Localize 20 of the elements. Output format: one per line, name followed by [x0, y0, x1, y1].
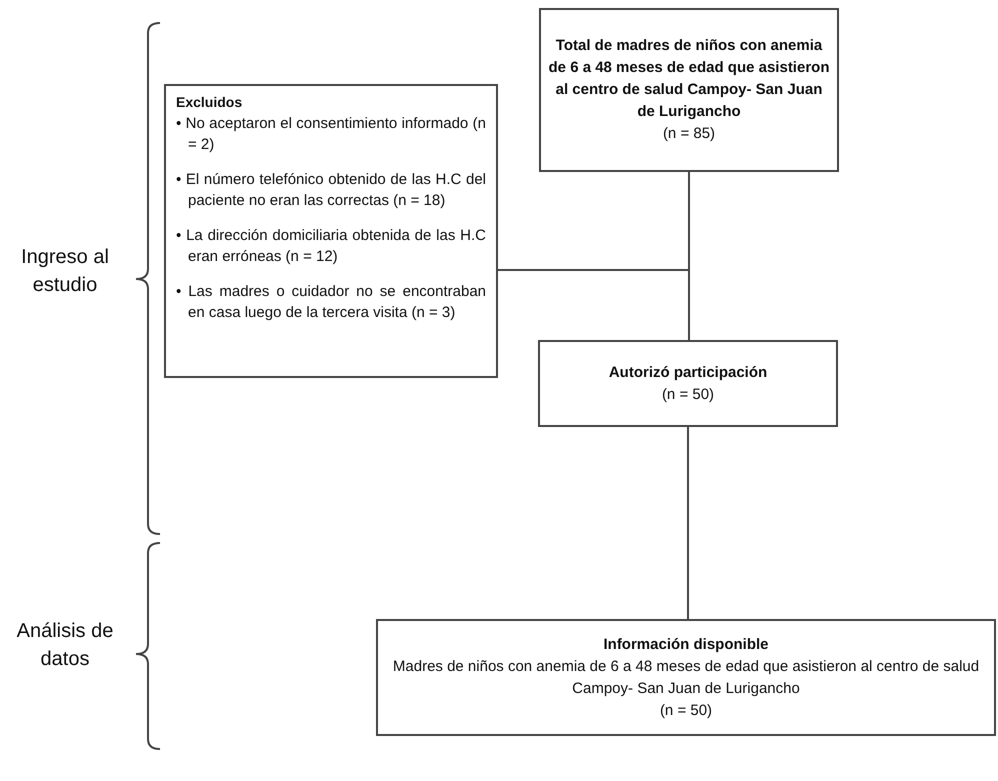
exclusion-item: • El número telefónico obtenido de las H.C del paciente no eran las correctas (n = 18): [176, 170, 486, 211]
connector-line: [687, 427, 689, 619]
phase-label: Ingreso al estudio: [20, 245, 110, 298]
exclusion-box: [164, 84, 498, 378]
exclusion-item: • Las madres o cuidador no se encontraban en casa luego de la tercera visita (n = 3): [176, 282, 486, 323]
box-text: (n = 50): [662, 384, 714, 404]
phase-label: Análisis de datos: [16, 619, 114, 672]
exclusion-item: • No aceptaron el consentimiento informado (n = 2): [176, 114, 486, 155]
box-text: (n = 50): [660, 700, 712, 720]
box-heading: Total de madres de niños con anemia de 6 a 48 meses de edad que asistieron al centro de salud Campoy- San Juan de Lurigancho: [548, 36, 830, 122]
process-box: [539, 8, 839, 172]
process-box: [376, 619, 996, 736]
exclusion-item: • La dirección domiciliaria obtenida de las H.C eran erróneas (n = 12): [176, 226, 486, 267]
box-heading: Autorizó participación: [608, 362, 768, 382]
connector-line: [498, 172, 690, 271]
box-heading: Excluidos: [176, 93, 244, 112]
process-box: [538, 340, 838, 427]
box-heading: Información disponible: [603, 634, 768, 654]
box-text: (n = 85): [662, 124, 716, 144]
box-text: Madres de niños con anemia de 6 a 48 meses de edad que asistieron al centro de salud Campoy- San Juan de Lurigancho: [392, 656, 980, 698]
